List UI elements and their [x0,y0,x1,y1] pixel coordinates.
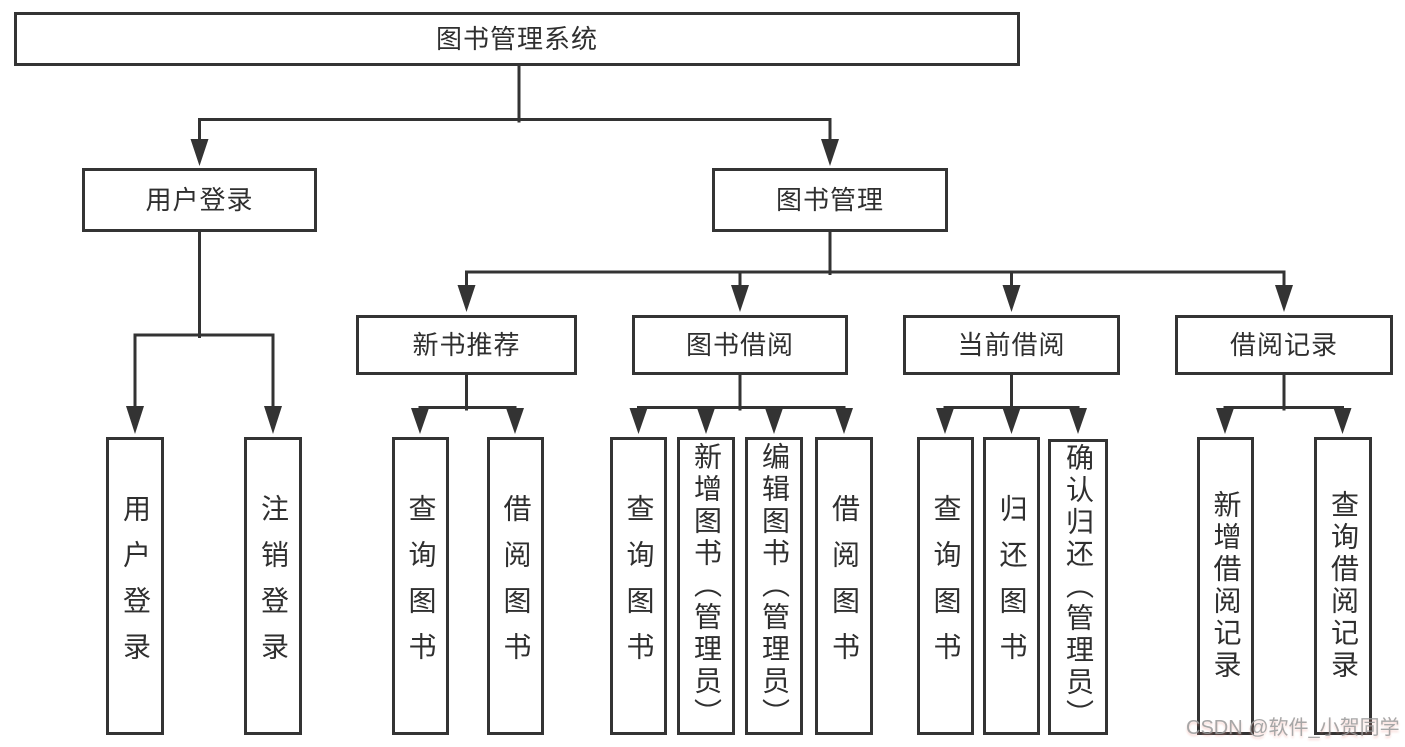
leaf-bb-edit-book-admin: 编辑图书（管理员） [745,437,803,735]
leaf-cb-query-book: 查询图书 [917,437,974,735]
leaf-logout: 注销登录 [244,437,302,735]
leaf-br-query-record: 查询借阅记录 [1314,437,1372,735]
node-book-borrow: 图书借阅 [632,315,848,375]
leaf-bb-query-book: 查询图书 [610,437,667,735]
leaf-cb-confirm-return-admin: 确认归还（管理员） [1048,439,1108,735]
leaf-nbr-query-book: 查询图书 [392,437,449,735]
node-user-login: 用户登录 [82,168,317,232]
leaf-cb-return-book: 归还图书 [983,437,1040,735]
leaf-user-login: 用户登录 [106,437,164,735]
node-new-book-recommend: 新书推荐 [356,315,577,375]
node-borrow-record: 借阅记录 [1175,315,1393,375]
leaf-bb-add-book-admin: 新增图书（管理员） [677,437,735,735]
node-book-management-system: 图书管理系统 [14,12,1020,66]
node-book-management: 图书管理 [712,168,948,232]
leaf-nbr-borrow-book: 借阅图书 [487,437,544,735]
leaf-br-add-record: 新增借阅记录 [1197,437,1254,735]
leaf-bb-borrow-book: 借阅图书 [815,437,873,735]
csdn-watermark: CSDN @软件_小贺同学 [1186,717,1400,739]
node-current-borrow: 当前借阅 [903,315,1120,375]
